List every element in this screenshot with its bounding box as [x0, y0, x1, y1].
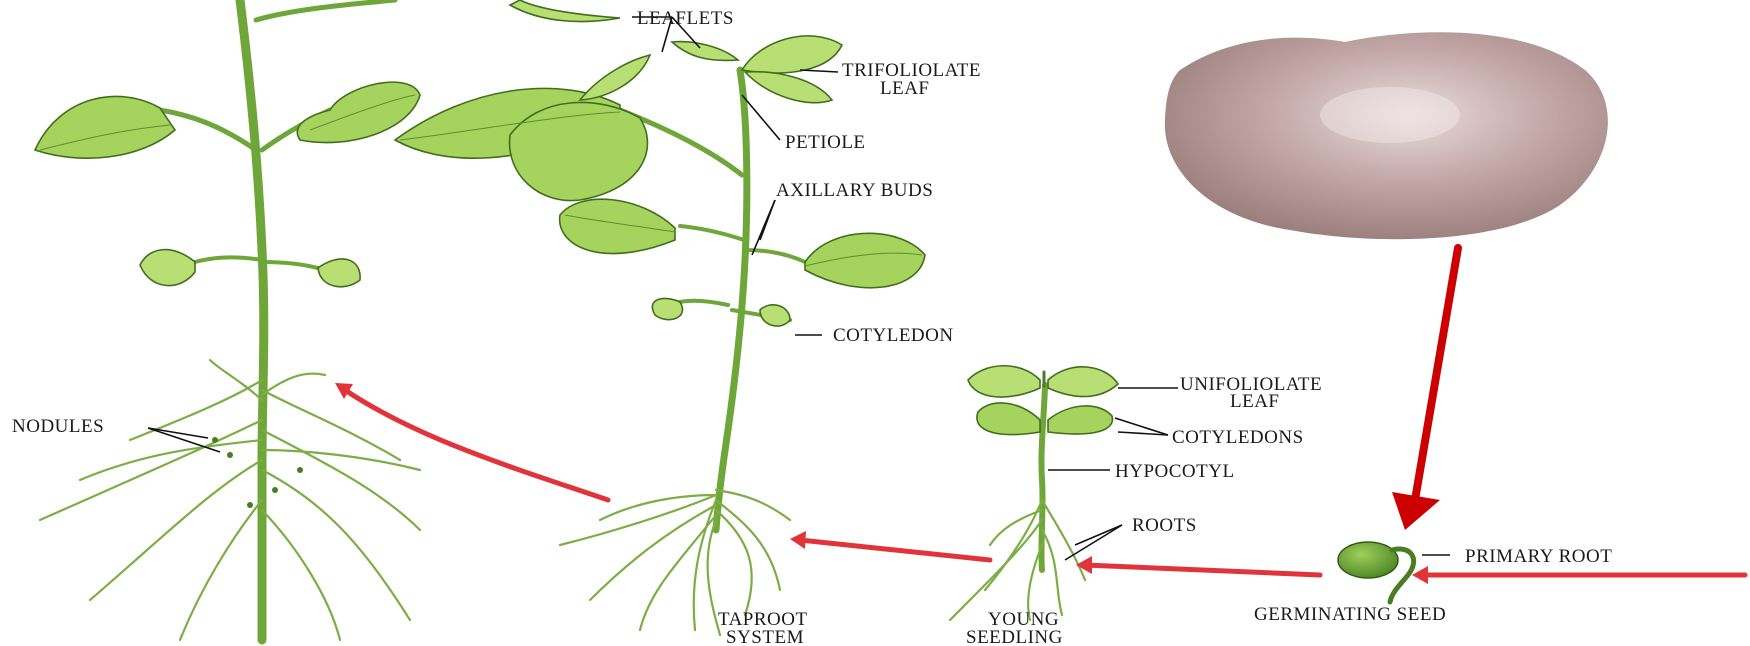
arrow-seed-to-germination [1392, 248, 1458, 530]
young-seedling-illustration [950, 366, 1118, 620]
arrow-seedling-to-taproot [790, 531, 990, 560]
bean-seed-image [1165, 32, 1608, 239]
label-trifoliolate-2: LEAF [880, 78, 930, 99]
label-axillary-buds: AXILLARY BUDS [776, 180, 933, 201]
label-primary-root: PRIMARY ROOT [1465, 546, 1612, 567]
label-roots: ROOTS [1132, 515, 1197, 536]
label-cotyledons: COTYLEDONS [1172, 427, 1304, 448]
label-young-2: SEEDLING [966, 627, 1063, 646]
germinating-seed-illustration [1338, 542, 1414, 602]
label-leaflets: LEAFLETS [637, 8, 734, 29]
arrow-from-right-edge [1412, 566, 1745, 584]
arrow-seed-to-seedling [1076, 556, 1320, 575]
arrow-taproot-to-mature [335, 383, 608, 500]
label-hypocotyl: HYPOCOTYL [1115, 461, 1235, 482]
label-unifoliolate-2: LEAF [1230, 391, 1280, 412]
label-nodules: NODULES [12, 416, 104, 437]
label-taproot-2: SYSTEM [726, 627, 804, 646]
label-germinating-seed: GERMINATING SEED [1254, 604, 1446, 625]
label-petiole: PETIOLE [785, 132, 866, 153]
label-cotyledon: COTYLEDON [833, 325, 954, 346]
